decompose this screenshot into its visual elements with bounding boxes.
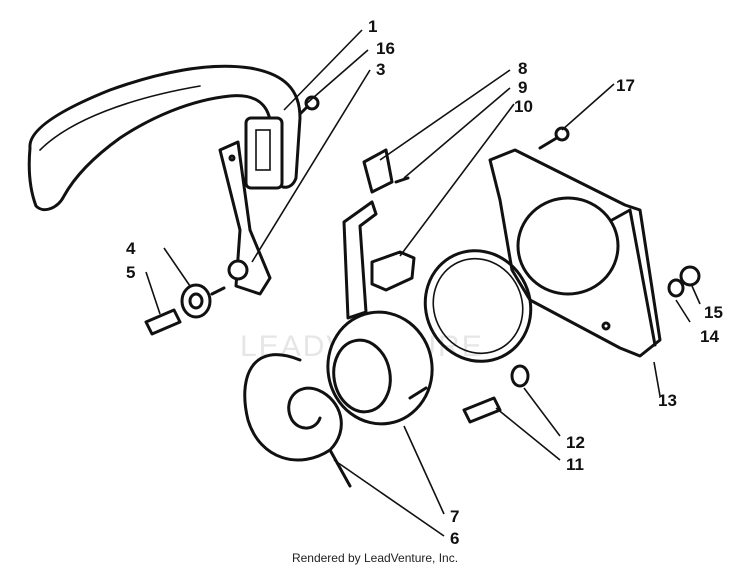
part-10-slide-block [342,200,416,320]
callout-5: 5 [126,263,135,282]
part-16-screw [298,95,320,116]
part-4-collar [180,283,226,319]
part-11-stud [462,396,502,424]
callout-7: 7 [450,507,459,526]
callout-3: 3 [376,60,385,79]
part-3-pawl-lever [218,140,272,296]
part-1-handle [27,64,302,212]
callout-13: 13 [658,391,677,410]
part-15-nut [679,265,701,287]
exploded-parts-diagram: LEADVENTURE [27,17,723,548]
callout-10: 10 [514,97,533,116]
part-14-washer [667,278,685,298]
part-17-bolt [538,126,570,150]
callout-1: 1 [368,17,377,36]
callout-4: 4 [126,239,136,258]
callout-16: 16 [376,39,395,58]
footer-credit: Rendered by LeadVenture, Inc. [291,551,459,565]
callout-12: 12 [566,433,585,452]
part-5-pin [144,308,182,336]
callout-11: 11 [566,455,584,474]
leader-lines [145,29,701,537]
callout-14: 14 [700,327,719,346]
part-9-set-screw [394,176,410,184]
callout-17: 17 [616,76,635,95]
callout-8: 8 [518,59,527,78]
part-7-drum [326,310,434,426]
part-6-spring [243,353,352,488]
part-13-housing [488,148,662,358]
part-12-band-clamp [423,249,533,388]
callout-15: 15 [704,303,723,322]
part-8-block [362,148,394,194]
callout-9: 9 [518,78,527,97]
callout-6: 6 [450,529,459,548]
